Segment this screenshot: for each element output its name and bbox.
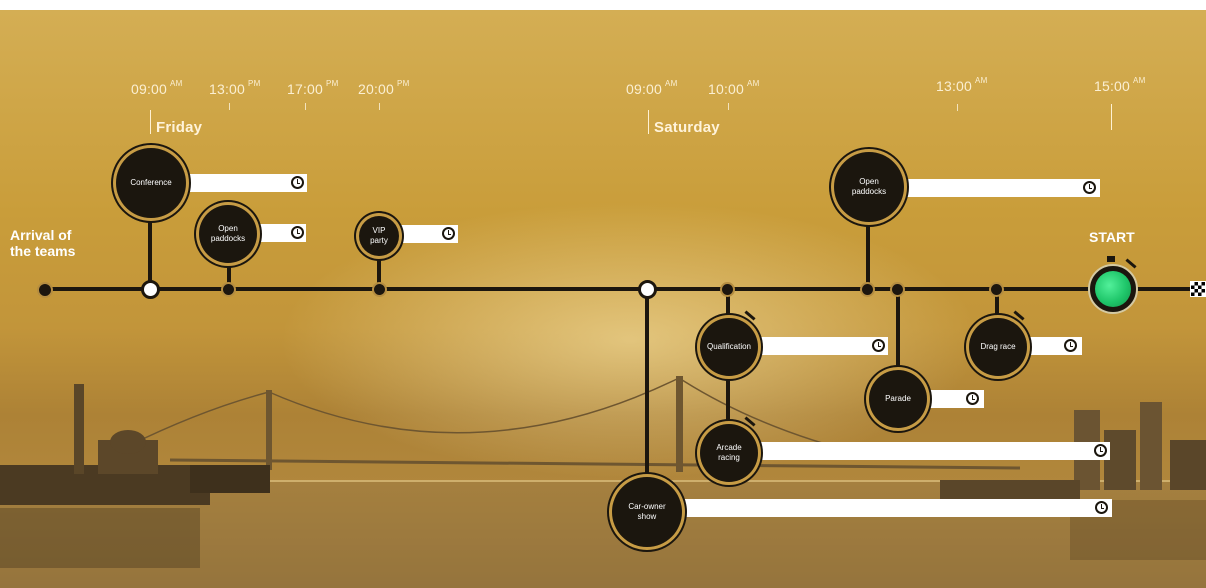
timeline-node-friday[interactable]	[141, 280, 160, 299]
day-marker-line	[150, 110, 151, 134]
start-green-light	[1095, 271, 1131, 307]
day-label-friday: Friday	[156, 119, 202, 136]
event-bar	[680, 499, 1112, 517]
timeline-node[interactable]	[860, 282, 875, 297]
clock-icon	[1094, 444, 1107, 457]
clock-icon	[1095, 501, 1108, 514]
time-tick	[229, 103, 230, 110]
clock-icon	[966, 392, 979, 405]
time-tick	[379, 103, 380, 110]
stem	[148, 215, 152, 289]
timeline-node-saturday[interactable]	[638, 280, 657, 299]
event-drag-race[interactable]: Drag race	[969, 318, 1027, 376]
timeline-node[interactable]	[720, 282, 735, 297]
event-conference[interactable]: Conference	[116, 148, 186, 218]
stem	[726, 372, 730, 422]
timeline-node[interactable]	[372, 282, 387, 297]
timeline-node[interactable]	[221, 282, 236, 297]
event-bar	[185, 174, 307, 192]
event-bar	[758, 442, 1110, 460]
event-bar	[758, 337, 888, 355]
checkered-flag-icon	[1190, 281, 1206, 297]
arrival-label: Arrival of the teams	[10, 227, 75, 259]
clock-icon	[872, 339, 885, 352]
stem	[645, 289, 649, 489]
event-qualification[interactable]: Qualification	[700, 318, 758, 376]
stem	[866, 215, 870, 289]
stopwatch-top	[1107, 256, 1115, 262]
time-tick	[305, 103, 306, 110]
time-tick	[1111, 104, 1112, 130]
clock-icon	[442, 227, 455, 240]
clock-icon	[1083, 181, 1096, 194]
event-parade[interactable]: Parade	[869, 370, 927, 428]
day-label-saturday: Saturday	[654, 119, 720, 136]
stem	[896, 289, 900, 369]
start-label: START	[1089, 229, 1135, 245]
main-timeline	[38, 287, 1196, 291]
time-tick	[728, 103, 729, 110]
timeline-node[interactable]	[989, 282, 1004, 297]
timeline-node-start[interactable]	[37, 282, 53, 298]
time-tick	[957, 104, 958, 111]
event-bar	[902, 179, 1100, 197]
clock-icon	[291, 226, 304, 239]
clock-icon	[291, 176, 304, 189]
day-marker-line	[648, 110, 649, 134]
timeline-node[interactable]	[890, 282, 905, 297]
clock-icon	[1064, 339, 1077, 352]
